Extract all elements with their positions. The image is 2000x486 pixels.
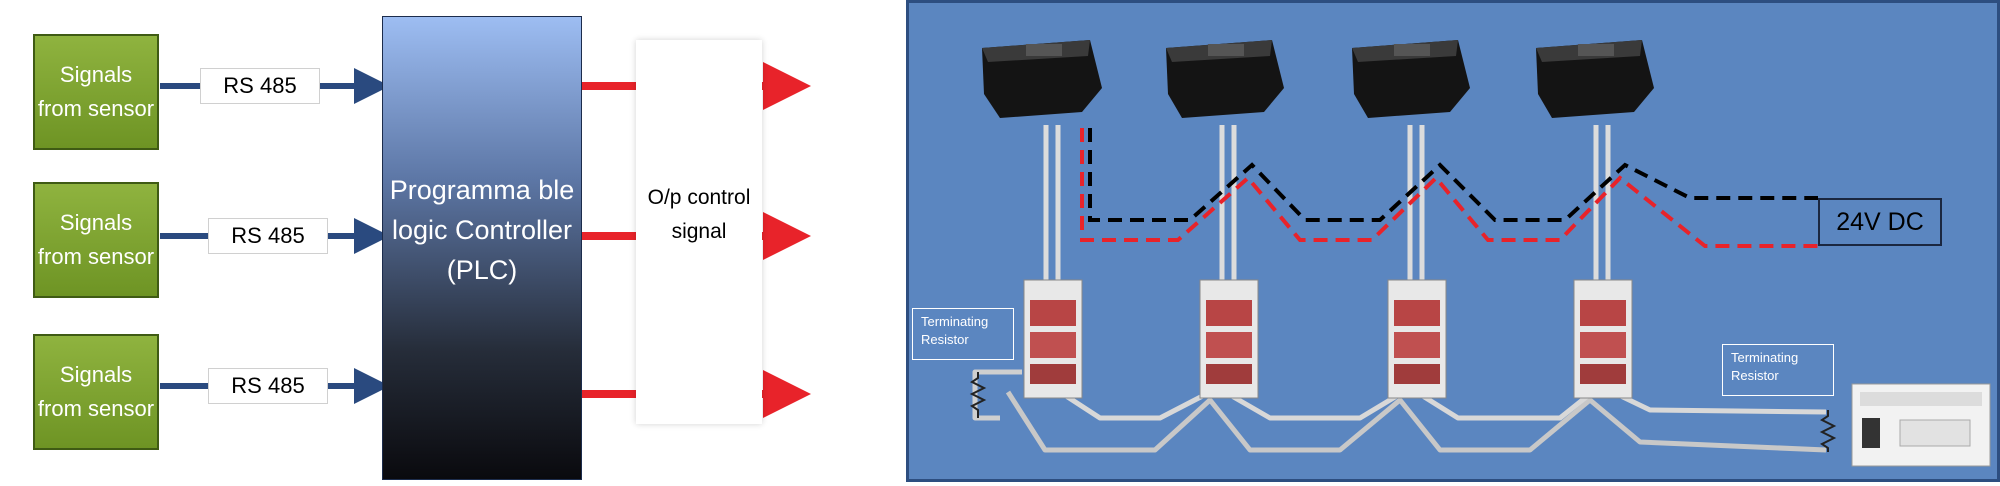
terminal-module-1 bbox=[1023, 279, 1083, 399]
plc-unit bbox=[1851, 383, 1991, 467]
rs485-label-2: RS 485 bbox=[231, 223, 305, 248]
terminating-resistor-label-right: Terminating Resistor bbox=[1722, 344, 1834, 396]
rs485-label-box-3: RS 485 bbox=[208, 368, 328, 404]
sensor-label-3: Signals from sensor bbox=[37, 362, 155, 421]
rs485-label-3: RS 485 bbox=[231, 373, 305, 398]
resistor-left bbox=[969, 372, 987, 418]
power-supply-label: 24V DC bbox=[1818, 198, 1942, 246]
plc-label: Programma ble logic Controller (PLC) bbox=[389, 175, 575, 285]
terminal-module-3 bbox=[1387, 279, 1447, 399]
rs485-label-box-2: RS 485 bbox=[208, 218, 328, 254]
actuator-device-2 bbox=[1166, 40, 1284, 118]
actuator-devices bbox=[982, 40, 1654, 118]
sensor-box-2: Signals from sensor bbox=[33, 182, 159, 298]
black-power-wire bbox=[1088, 128, 1818, 222]
rs485-label-box-1: RS 485 bbox=[200, 68, 320, 104]
sensor-label-1: Signals from sensor bbox=[37, 62, 155, 121]
output-signal-label: O/p control signal bbox=[647, 186, 751, 243]
device-drop-cables bbox=[1043, 125, 1611, 300]
actuator-device-1 bbox=[982, 40, 1102, 118]
bus-cable-left-loop bbox=[972, 369, 1022, 421]
bus-cable-lower bbox=[1005, 390, 1827, 453]
actuator-device-3 bbox=[1352, 40, 1470, 118]
output-signal-box: O/p control signal bbox=[636, 40, 762, 424]
sensor-box-1: Signals from sensor bbox=[33, 34, 159, 150]
resistor-right bbox=[1819, 410, 1837, 452]
sensor-box-3: Signals from sensor bbox=[33, 334, 159, 450]
actuator-device-4 bbox=[1536, 40, 1654, 118]
red-power-wire bbox=[1080, 128, 1818, 248]
terminating-resistor-label-left: Terminating Resistor bbox=[912, 308, 1014, 360]
plc-block: Programma ble logic Controller (PLC) bbox=[382, 16, 582, 480]
terminal-module-4 bbox=[1573, 279, 1633, 399]
terminal-modules bbox=[1023, 279, 1633, 399]
sensor-label-2: Signals from sensor bbox=[37, 210, 155, 269]
terminal-module-2 bbox=[1199, 279, 1259, 399]
rs485-label-1: RS 485 bbox=[223, 73, 297, 98]
power-wiring bbox=[1080, 128, 1818, 248]
